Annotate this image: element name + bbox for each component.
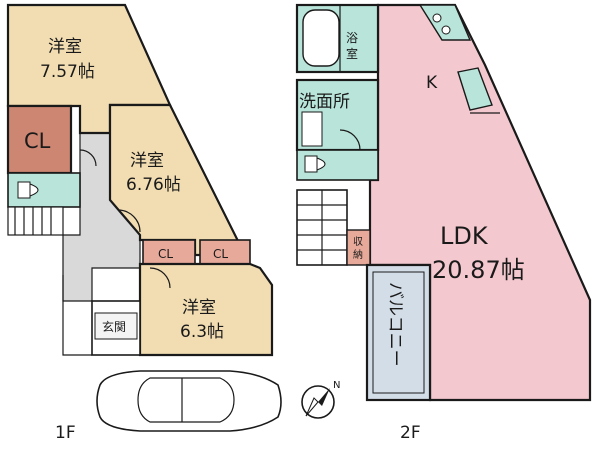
kitchen-label: K xyxy=(426,73,438,93)
floor-1-plan xyxy=(6,3,274,357)
bath-label-1: 浴 xyxy=(346,31,358,45)
door-swing-1f-b xyxy=(117,209,141,233)
floor-2-plan xyxy=(295,3,592,402)
ldk-label: LDK xyxy=(440,222,489,250)
compass-north-label: N xyxy=(333,380,340,391)
closet-small-1[interactable] xyxy=(142,239,196,265)
bedroom-6-76-name: 洋室 xyxy=(130,151,164,171)
washbasin-icon xyxy=(301,111,323,147)
balcony-inner xyxy=(372,271,425,394)
toilet-2f-fixture xyxy=(304,155,326,173)
door-swing-1f-c xyxy=(149,267,171,289)
closet-small-2[interactable] xyxy=(199,239,251,265)
floor-1-label: 1F xyxy=(55,423,76,443)
balcony[interactable] xyxy=(365,263,432,402)
kitchen-counter xyxy=(418,4,472,41)
bedroom-7-57-name: 洋室 xyxy=(48,37,82,57)
bedroom-7-57-size: 7.57帖 xyxy=(40,62,95,82)
closet-large[interactable] xyxy=(6,104,73,175)
closet-small-2-label: CL xyxy=(213,247,228,261)
storage-label-1: 収 xyxy=(353,236,363,248)
ldk-size: 20.87帖 xyxy=(432,256,525,284)
stairs-2f xyxy=(296,189,348,266)
stairs-1f xyxy=(7,206,64,236)
balcony-label: バルコニー xyxy=(385,282,405,367)
storage-label-2: 納 xyxy=(353,248,363,261)
door-swing-2f-a xyxy=(339,129,361,151)
bath-label-2: 室 xyxy=(346,46,358,61)
entrance-label: 玄関 xyxy=(102,319,126,334)
car-icon xyxy=(96,370,282,432)
stove-icon xyxy=(441,25,451,35)
storage[interactable] xyxy=(346,229,371,266)
entrance-step xyxy=(94,312,138,340)
floor-2-label: 2F xyxy=(400,423,421,443)
compass-icon: N xyxy=(301,380,340,419)
porch-outline xyxy=(62,275,92,356)
bedroom-6-76-size: 6.76帖 xyxy=(126,175,181,195)
washroom-label: 洗面所 xyxy=(299,92,350,112)
bathtub-icon xyxy=(302,9,340,67)
closet-large-label: CL xyxy=(24,129,51,153)
kitchen-island xyxy=(457,67,493,111)
sink-icon xyxy=(432,13,442,23)
bedroom-6-3-name: 洋室 xyxy=(182,298,216,318)
bedroom-6-3-size: 6.3帖 xyxy=(180,322,224,342)
door-swing-1f-a xyxy=(79,149,97,167)
toilet-1f-fixture xyxy=(17,181,39,199)
closet-small-1-label: CL xyxy=(158,247,173,261)
